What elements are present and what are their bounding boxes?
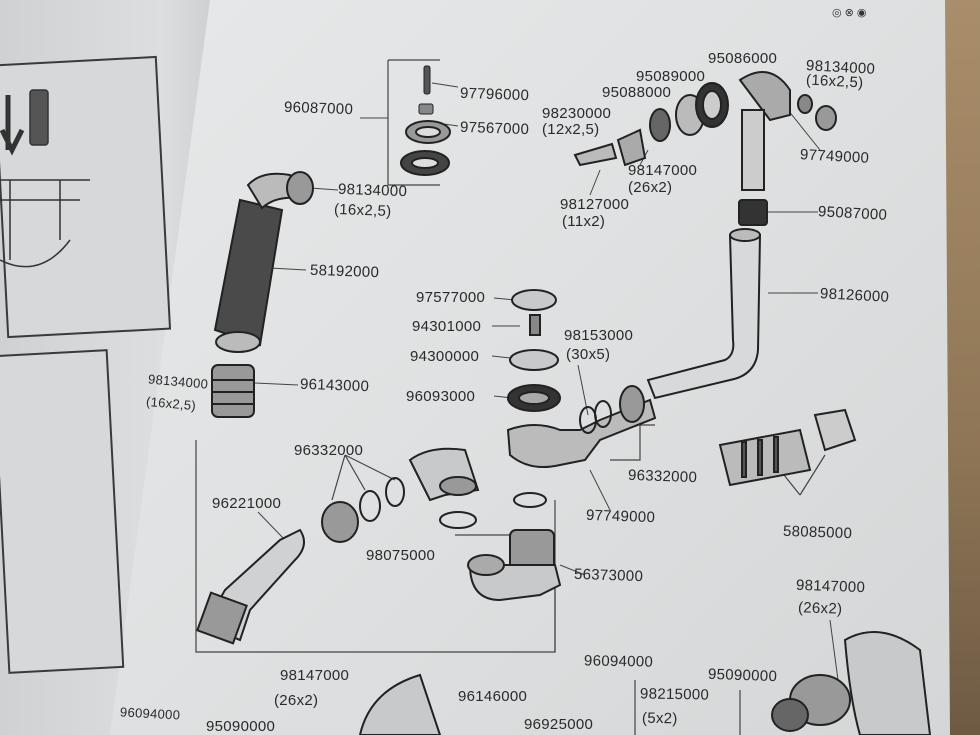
part-label: 98147000 xyxy=(795,576,866,597)
part-label: 94301000 xyxy=(412,318,482,335)
part-label: 96221000 xyxy=(212,495,282,512)
part-size-label: (16x2,5) xyxy=(805,71,864,92)
part-label: 98230000 xyxy=(542,105,612,122)
part-label: 95086000 xyxy=(708,50,778,67)
part-label: 96087000 xyxy=(283,98,354,119)
part-label: 98153000 xyxy=(564,327,634,344)
part-drain-stack xyxy=(508,290,655,467)
part-size-label: (26x2) xyxy=(797,599,843,618)
part-label: 97749000 xyxy=(585,506,656,527)
part-label: 97577000 xyxy=(416,289,486,306)
part-label: 97796000 xyxy=(459,84,530,105)
part-label: 95087000 xyxy=(817,203,888,224)
part-label: 95088000 xyxy=(602,84,672,101)
part-label: 96925000 xyxy=(524,716,594,733)
part-bent-pipe xyxy=(197,530,304,643)
part-label: 94300000 xyxy=(410,348,480,365)
part-size-label: (26x2) xyxy=(628,179,673,196)
part-bottom-escutcheons xyxy=(360,632,930,735)
part-label: 95090000 xyxy=(707,665,778,686)
part-label: 95089000 xyxy=(636,68,706,85)
part-screw xyxy=(419,66,433,114)
part-rings-left xyxy=(401,121,450,175)
part-size-label: (16x2,5) xyxy=(333,201,392,220)
part-label: 98126000 xyxy=(819,285,890,306)
part-size-label: (11x2) xyxy=(562,213,606,230)
part-elbow-assembly xyxy=(322,449,546,542)
part-label: 96143000 xyxy=(299,375,370,396)
part-size-label: (30x5) xyxy=(566,346,611,363)
part-hose-left xyxy=(215,172,313,352)
part-size-label: (26x2) xyxy=(274,692,319,709)
part-size-label: (12x2,5) xyxy=(542,121,600,138)
part-pipe-98126000 xyxy=(648,229,760,398)
part-label: 96093000 xyxy=(406,388,476,405)
part-label: 98134000 xyxy=(337,180,408,201)
part-label: 56373000 xyxy=(573,565,644,586)
part-cartridge xyxy=(720,410,855,485)
part-label: 97567000 xyxy=(459,118,530,139)
part-label: 96332000 xyxy=(627,466,698,487)
part-trap xyxy=(468,530,560,600)
part-label: 96146000 xyxy=(458,688,528,705)
part-label: 98075000 xyxy=(366,547,436,564)
installation-sketch xyxy=(0,90,90,267)
part-label: 96332000 xyxy=(294,442,364,459)
part-label: 97749000 xyxy=(799,146,870,167)
part-label: 98127000 xyxy=(560,196,630,213)
part-connector-96143000 xyxy=(212,365,254,417)
part-label: 98215000 xyxy=(639,685,710,704)
part-label: 96094000 xyxy=(583,652,654,671)
part-label: 58085000 xyxy=(782,522,853,543)
part-label: 98147000 xyxy=(280,667,350,684)
page-corner-icons: ◎ ⊗ ◉ xyxy=(832,7,867,19)
part-label: 95090000 xyxy=(206,718,276,735)
part-label: 58192000 xyxy=(309,261,380,282)
part-size-label: (5x2) xyxy=(641,709,678,728)
part-label: 96094000 xyxy=(119,704,181,723)
part-overflow-assembly xyxy=(575,72,836,225)
part-label: 98147000 xyxy=(628,162,698,179)
